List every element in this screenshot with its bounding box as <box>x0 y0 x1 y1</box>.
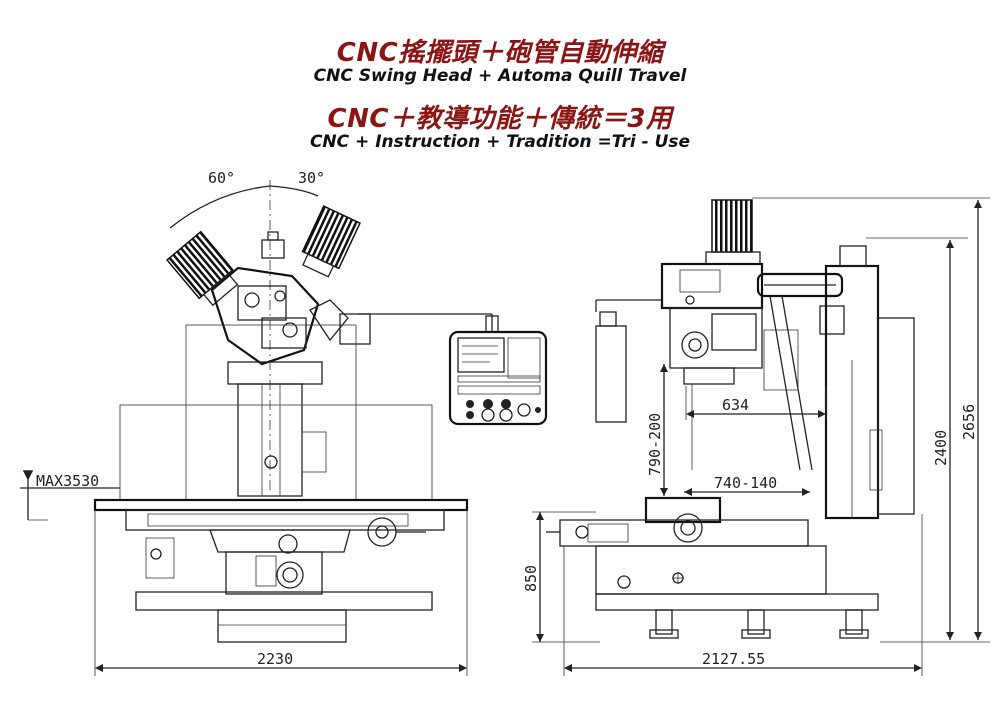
side-view: 634 790-200 740-140 <box>522 197 990 676</box>
dim-2400-label: 2400 <box>932 430 950 466</box>
control-panel-screen <box>457 337 505 373</box>
column-backplate <box>119 404 433 501</box>
column-upper <box>185 324 357 501</box>
swing-arc <box>169 185 319 229</box>
title-english-2: CNC + Instruction + Tradition =Tri - Use <box>309 132 691 152</box>
side-base <box>595 593 879 611</box>
side-head <box>660 262 764 310</box>
front-width-label: 2230 <box>257 650 293 668</box>
title-chinese-1: CNC搖擺頭＋砲管自動伸縮 <box>336 38 664 68</box>
angle-30-label: 30° <box>298 169 325 187</box>
spindle-motor <box>711 199 753 253</box>
dim-2656-label: 2656 <box>960 404 978 440</box>
dim-850-label: 850 <box>522 565 540 592</box>
ram-rail <box>756 272 844 298</box>
side-width-label: 2127.55 <box>702 650 765 668</box>
saddle <box>209 529 351 553</box>
side-table <box>644 496 722 524</box>
front-base <box>135 591 433 611</box>
dim-740-140-label: 740-140 <box>714 474 777 492</box>
motor-right-tilted <box>301 205 361 278</box>
control-panel-body <box>448 330 548 426</box>
ram-housing <box>227 361 323 385</box>
max-height-label: MAX3530 <box>36 472 99 490</box>
knee <box>225 551 323 595</box>
control-panel <box>358 313 548 426</box>
angle-60-label: 60° <box>208 169 235 187</box>
dim-790-200-label: 790-200 <box>646 413 664 476</box>
title-chinese-2: CNC＋教導功能＋傳統＝3用 <box>327 104 673 134</box>
side-control-panel <box>595 325 627 423</box>
motor-left-tilted <box>166 230 239 307</box>
dim-634-label: 634 <box>722 396 749 414</box>
work-table <box>93 498 469 512</box>
table-handwheel <box>367 517 397 547</box>
side-knee <box>595 545 827 595</box>
head-handwheel <box>681 331 709 359</box>
swing-head <box>210 231 371 366</box>
front-view: 60° 30° <box>20 169 469 676</box>
title-english-1: CNC Swing Head + Automa Quill Travel <box>313 66 687 86</box>
